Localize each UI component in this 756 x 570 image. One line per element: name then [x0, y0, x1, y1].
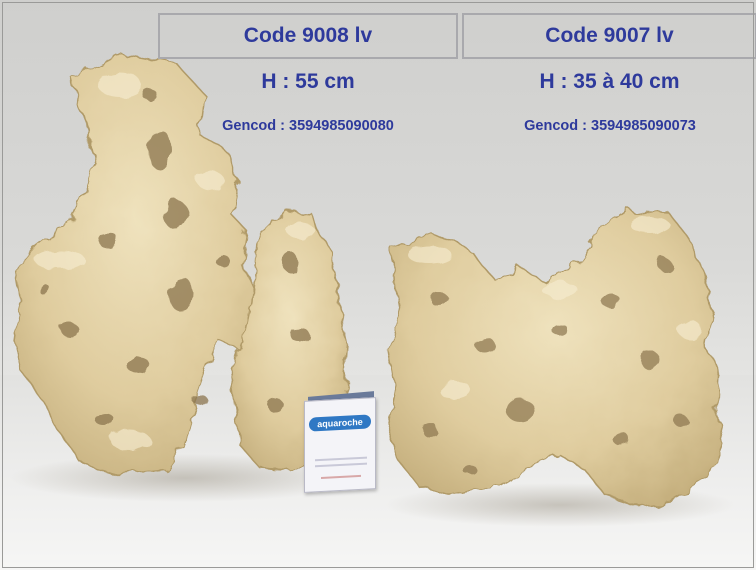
booklet-logo: aquaroche: [309, 414, 371, 432]
booklet-line: [321, 474, 361, 479]
product-code-right-text: Code 9007 lv: [545, 24, 674, 47]
booklet-line: [315, 456, 367, 462]
rock-right-highlights: [408, 217, 702, 399]
product-gencod-left: Gencod : 3594985090080: [222, 118, 394, 134]
product-code-left: Code 9008 lv: [158, 13, 458, 59]
product-code-right: Code 9007 lv: [462, 13, 756, 59]
rock-left-highlights: [35, 73, 314, 450]
booklet-fine-print: [311, 434, 371, 437]
product-gencod-right: Gencod : 3594985090073: [524, 118, 696, 134]
aquaroche-booklet: aquaroche: [304, 397, 376, 493]
rock-left-holes: [39, 89, 309, 427]
product-height-left: H : 55 cm: [261, 70, 355, 93]
booklet-line: [315, 462, 367, 468]
rock-right-holes: [422, 259, 687, 475]
product-height-right: H : 35 à 40 cm: [539, 70, 680, 93]
product-code-left-text: Code 9008 lv: [243, 24, 373, 47]
rock-right-9007: [387, 209, 723, 507]
